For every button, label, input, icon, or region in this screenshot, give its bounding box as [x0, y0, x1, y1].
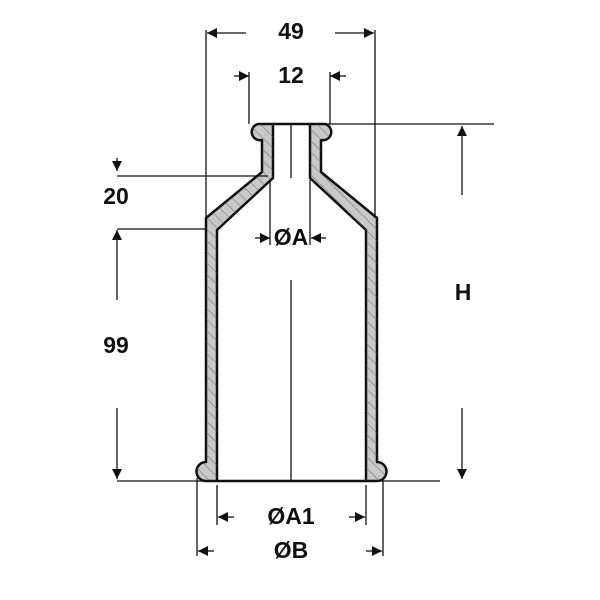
dimension-label-12: 12: [278, 62, 304, 88]
dimension-label-ob: ØB: [274, 537, 309, 563]
dimension-label-20: 20: [103, 183, 129, 209]
dimension-overall-width: 49: [205, 18, 376, 218]
dimension-label-99: 99: [103, 332, 129, 358]
dimension-body-height: 99: [103, 230, 440, 482]
dimension-inner-diameter-bottom: ØA1: [216, 485, 367, 529]
dimension-total-height: H: [325, 123, 494, 479]
left-wall-section: [195, 122, 275, 483]
dimension-cone-height: 20: [103, 158, 268, 230]
dimension-label-h: H: [455, 279, 472, 305]
dimension-outer-diameter-bottom: ØB: [196, 478, 384, 563]
dimension-label-oa: ØA: [274, 224, 309, 250]
dimension-neck-width: 12: [234, 62, 346, 124]
dimension-label-49: 49: [278, 18, 304, 44]
dimension-label-oa1: ØA1: [267, 503, 315, 529]
dimension-inner-diameter-top: ØA: [255, 180, 326, 250]
